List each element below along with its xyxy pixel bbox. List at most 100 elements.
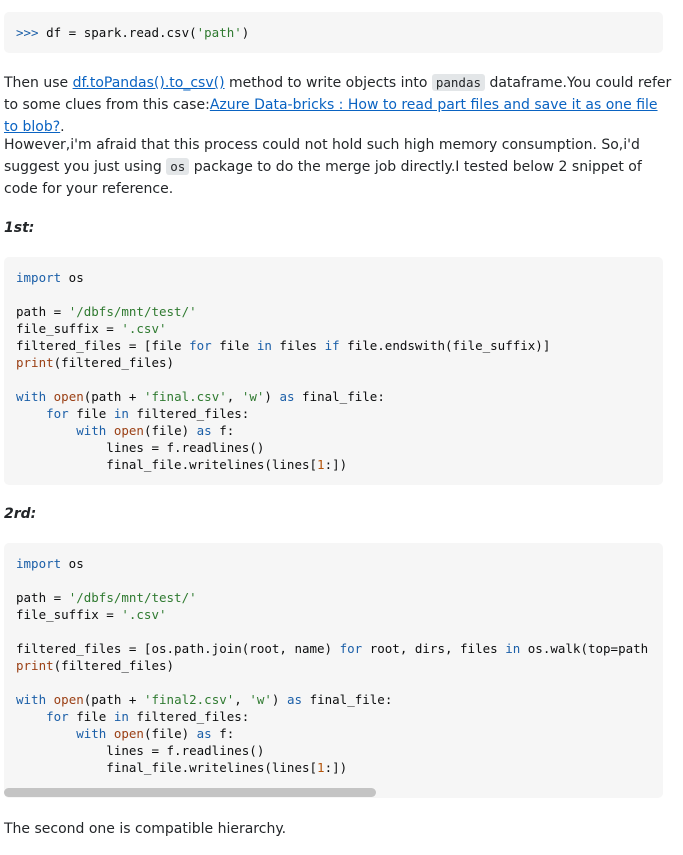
code-line: for file in filtered_files: (16, 708, 249, 725)
code-line: file_suffix = '.csv' (16, 606, 167, 623)
code-text: , (226, 389, 242, 404)
code-text: ) (264, 389, 280, 404)
builtin: print (16, 658, 54, 673)
code-text: final_file.writelines(lines[ (16, 457, 318, 472)
text: Then use (4, 75, 73, 91)
code-text: os.walk(top=path (520, 641, 649, 656)
code-line: lines = f.readlines() (16, 439, 264, 456)
link-azure-databricks[interactable]: Azure Data-bricks : How to read part fil… (4, 97, 658, 135)
indent (16, 423, 76, 438)
code-text: ) (271, 692, 287, 707)
keyword: in (113, 709, 129, 724)
inline-code-os: os (166, 158, 190, 175)
code-text: ) (241, 25, 250, 40)
code-text: filtered_files = [os.path.join(root, nam… (16, 641, 340, 656)
code-line: filtered_files = [os.path.join(root, nam… (16, 640, 648, 657)
number: 1 (317, 760, 325, 775)
code-text: file.endswith(file_suffix)] (339, 338, 551, 353)
code-text: f: (211, 726, 235, 741)
code-string: 'w' (241, 389, 265, 404)
code-text: (filtered_files) (53, 355, 175, 370)
indent (16, 709, 46, 724)
code-text: f: (211, 423, 235, 438)
text: However,i'm afraid that this process cou… (4, 137, 640, 175)
keyword: in (256, 338, 272, 353)
keyword: in (505, 641, 521, 656)
code-line: path = '/dbfs/mnt/test/' (16, 303, 197, 320)
code-line: with open(file) as f: (16, 725, 234, 742)
code-line: for file in filtered_files: (16, 405, 249, 422)
paragraph-intro: Then use df.toPandas().to_csv() method t… (4, 72, 674, 138)
code-string: 'final.csv' (143, 389, 227, 404)
keyword: as (286, 692, 303, 707)
code-text: lines = f.readlines() (16, 440, 265, 455)
code-block-first: import os path = '/dbfs/mnt/test/' file_… (4, 257, 663, 485)
code-text: os (61, 270, 84, 285)
keyword: with (16, 389, 47, 404)
code-text: file_suffix = (16, 321, 122, 336)
text: dataframe.You could refer to some clues … (4, 75, 672, 113)
code-text: df = spark.read.csv( (38, 25, 197, 40)
code-text: filtered_files = [file (16, 338, 190, 353)
code-text: file (211, 338, 257, 353)
code-line: with open(path + 'final.csv', 'w') as fi… (16, 388, 385, 405)
code-text: root, dirs, files (362, 641, 506, 656)
code-line: print(filtered_files) (16, 657, 174, 674)
keyword: as (279, 389, 295, 404)
code-string: 'final2.csv' (143, 692, 235, 707)
keyword: for (339, 641, 363, 656)
code-text: (filtered_files) (53, 658, 175, 673)
code-line: with open(path + 'final2.csv', 'w') as f… (16, 691, 392, 708)
keyword: as (196, 423, 212, 438)
text: package to do the merge job directly.I t… (4, 159, 642, 197)
heading-second: 2rd: (4, 506, 37, 522)
code-text: path = (16, 304, 69, 319)
link-to-pandas[interactable]: df.toPandas().to_csv() (72, 75, 225, 91)
number: 1 (317, 457, 325, 472)
keyword: for (46, 709, 69, 724)
paragraph-suggestion: However,i'm afraid that this process cou… (4, 134, 674, 200)
code-text: :]) (324, 457, 348, 472)
paragraph-closing: The second one is compatible hierarchy. (4, 821, 287, 837)
inline-code-pandas: pandas (431, 74, 485, 91)
keyword: import (16, 556, 62, 571)
code-string: '.csv' (121, 321, 167, 336)
code-line: with open(file) as f: (16, 422, 234, 439)
code-text (106, 423, 114, 438)
code-line: path = '/dbfs/mnt/test/' (16, 589, 197, 606)
code-block-second[interactable]: import os path = '/dbfs/mnt/test/' file_… (4, 543, 663, 798)
code-line: final_file.writelines(lines[1:]) (16, 759, 347, 776)
indent (16, 406, 46, 421)
code-text: final_file.writelines(lines[ (16, 760, 318, 775)
code-text: (path + (83, 389, 144, 404)
keyword: with (16, 692, 47, 707)
code-text: path = (16, 590, 69, 605)
code-text (46, 389, 54, 404)
builtin: open (113, 726, 144, 741)
builtin: open (53, 692, 84, 707)
code-string: '/dbfs/mnt/test/' (68, 590, 197, 605)
keyword: if (324, 338, 340, 353)
keyword: for (189, 338, 212, 353)
code-text: files (271, 338, 325, 353)
code-text: final_file: (294, 389, 385, 404)
code-text: lines = f.readlines() (16, 743, 265, 758)
code-line: >>> df = spark.read.csv('path') (16, 24, 249, 41)
code-text: file (68, 709, 114, 724)
code-text (46, 692, 54, 707)
code-line: final_file.writelines(lines[1:]) (16, 456, 347, 473)
horizontal-scrollbar[interactable] (4, 788, 376, 797)
code-text: file (68, 406, 114, 421)
code-text: (file) (143, 726, 197, 741)
code-line: file_suffix = '.csv' (16, 320, 167, 337)
code-text: final_file: (302, 692, 393, 707)
keyword: for (46, 406, 69, 421)
code-text: , (234, 692, 250, 707)
code-line: filtered_files = [file for file in files… (16, 337, 550, 354)
code-prompt: >>> (16, 25, 39, 40)
keyword: in (113, 406, 129, 421)
code-text: (file) (143, 423, 197, 438)
code-text: (path + (83, 692, 144, 707)
code-string: 'w' (249, 692, 272, 707)
indent (16, 726, 76, 741)
